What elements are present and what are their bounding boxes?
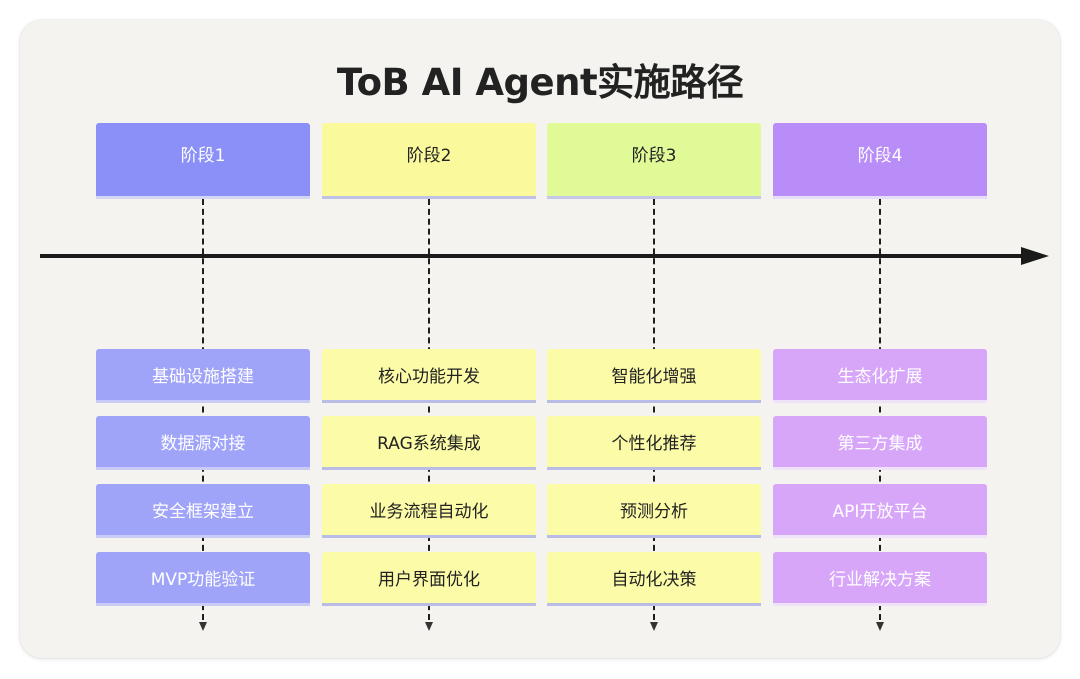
task-box: 生态化扩展 xyxy=(773,349,987,403)
connector-line-3 xyxy=(653,199,655,620)
task-box: 个性化推荐 xyxy=(547,416,761,470)
task-box: 第三方集成 xyxy=(773,416,987,470)
task-box: RAG系统集成 xyxy=(322,416,536,470)
timeline-axis xyxy=(40,254,1024,258)
arrow-down-icon xyxy=(650,622,658,631)
task-label: 用户界面优化 xyxy=(378,570,480,590)
stage-header-3: 阶段3 xyxy=(547,123,761,199)
arrow-down-icon xyxy=(199,622,207,631)
stage-label: 阶段2 xyxy=(406,146,452,166)
task-box: 安全框架建立 xyxy=(96,484,310,538)
task-label: 安全框架建立 xyxy=(152,502,254,522)
stage-header-1: 阶段1 xyxy=(96,123,310,199)
task-box: 业务流程自动化 xyxy=(322,484,536,538)
stage-header-4: 阶段4 xyxy=(773,123,987,199)
task-box: 基础设施搭建 xyxy=(96,349,310,403)
arrow-down-icon xyxy=(876,622,884,631)
task-label: 行业解决方案 xyxy=(829,570,931,590)
task-label: API开放平台 xyxy=(832,502,928,522)
arrow-down-icon xyxy=(425,622,433,631)
stage-label: 阶段1 xyxy=(180,146,226,166)
stage-header-2: 阶段2 xyxy=(322,123,536,199)
task-box: 自动化决策 xyxy=(547,552,761,606)
task-label: 核心功能开发 xyxy=(378,367,480,387)
task-label: 数据源对接 xyxy=(160,434,246,454)
task-label: 生态化扩展 xyxy=(837,367,923,387)
task-box: 智能化增强 xyxy=(547,349,761,403)
task-label: RAG系统集成 xyxy=(377,434,481,454)
task-box: 数据源对接 xyxy=(96,416,310,470)
connector-line-1 xyxy=(202,199,204,620)
task-box: MVP功能验证 xyxy=(96,552,310,606)
task-label: 业务流程自动化 xyxy=(369,502,489,522)
task-label: 个性化推荐 xyxy=(611,434,697,454)
task-label: 预测分析 xyxy=(620,502,688,522)
diagram-title: ToB AI Agent实施路径 xyxy=(336,61,744,104)
task-label: 基础设施搭建 xyxy=(152,367,254,387)
connector-line-4 xyxy=(879,199,881,620)
task-label: MVP功能验证 xyxy=(150,570,256,590)
stage-label: 阶段3 xyxy=(631,146,677,166)
stage-label: 阶段4 xyxy=(857,146,903,166)
task-box: 行业解决方案 xyxy=(773,552,987,606)
arrow-right-icon xyxy=(1021,247,1049,265)
task-label: 第三方集成 xyxy=(837,434,923,454)
task-box: 用户界面优化 xyxy=(322,552,536,606)
task-label: 智能化增强 xyxy=(611,367,697,387)
task-box: 预测分析 xyxy=(547,484,761,538)
task-label: 自动化决策 xyxy=(611,570,697,590)
connector-line-2 xyxy=(428,199,430,620)
task-box: API开放平台 xyxy=(773,484,987,538)
task-box: 核心功能开发 xyxy=(322,349,536,403)
